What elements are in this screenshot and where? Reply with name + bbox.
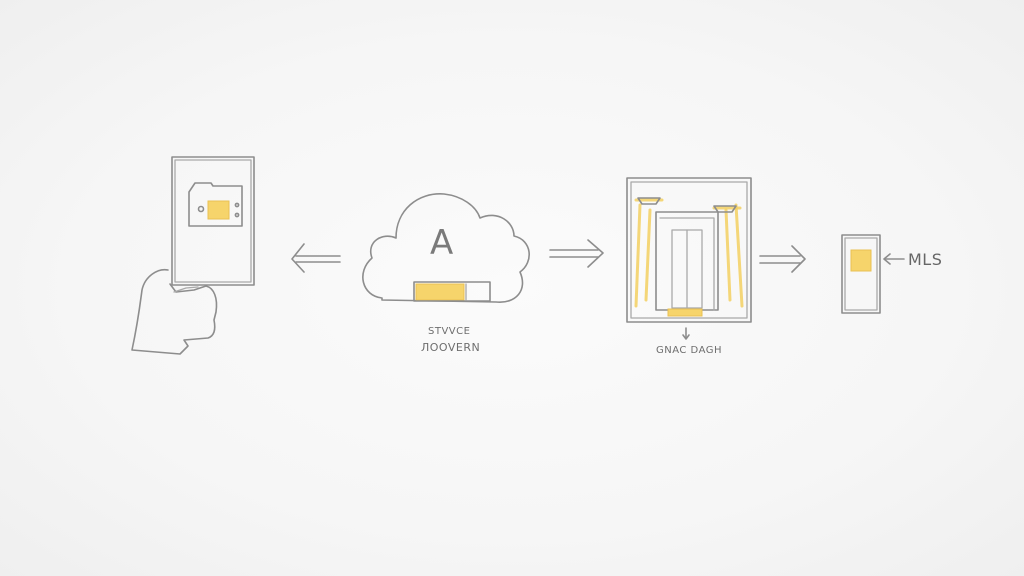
cloud-caption-line2: ЛOOVERN [421, 341, 481, 354]
cloud-caption-line1: STVVCE [428, 326, 471, 337]
building-doorway-icon [626, 177, 752, 340]
arrow-left-icon [291, 243, 341, 273]
device-icon [841, 234, 905, 314]
device-tag: MLS [908, 250, 943, 269]
phone-with-camera-icon [171, 156, 255, 286]
cloud-icon: A [362, 193, 530, 303]
building-caption: GNAC DAGH [656, 345, 723, 356]
arrow-right-icon-2 [759, 245, 806, 273]
arrow-right-icon [549, 239, 604, 268]
cloud-letter: A [430, 223, 453, 263]
hand-icon [131, 268, 218, 355]
